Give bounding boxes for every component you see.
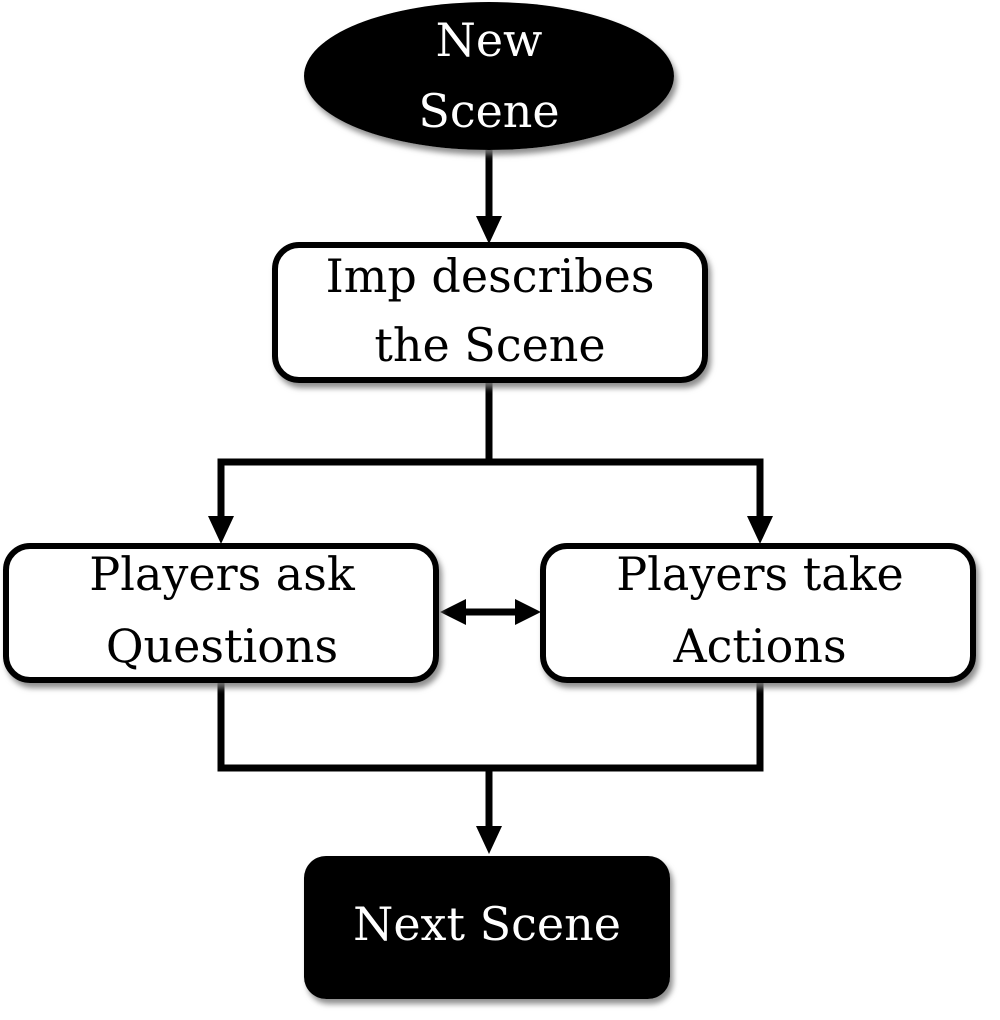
arrowhead-ask [208,516,234,544]
new-scene-ellipse [304,2,674,150]
new-scene-label-line-2: Scene [418,84,559,138]
arrowhead-act [747,516,773,544]
node-imp-describes: Imp describes the Scene [272,242,708,383]
split-connector [217,380,493,520]
arrowhead-bidir-right [515,599,541,625]
players-ask-box [3,543,439,683]
node-next-scene: Next Scene [304,856,670,999]
players-take-label-line-2: Actions [672,619,846,673]
merge-connector [217,682,764,772]
players-ask-label-line-1: Players ask [89,547,356,601]
next-scene-label: Next Scene [353,897,621,951]
imp-describes-box [272,242,708,383]
node-new-scene: New Scene [304,2,674,150]
players-ask-label-line-2: Questions [106,619,338,673]
players-take-box [540,543,976,683]
arrowhead-bidir-left [440,599,466,625]
players-take-label-line-1: Players take [616,547,904,601]
split-connector-right [489,458,764,520]
new-scene-label-line-1: New [436,13,543,67]
arrowhead-describe [476,216,502,244]
node-players-ask: Players ask Questions [3,543,439,683]
node-players-take: Players take Actions [540,543,976,683]
imp-describes-label-line-1: Imp describes [326,249,655,303]
arrowhead-next [476,826,502,854]
imp-describes-label-line-2: the Scene [374,318,605,372]
next-scene-box [304,856,670,999]
connectors [208,150,773,854]
